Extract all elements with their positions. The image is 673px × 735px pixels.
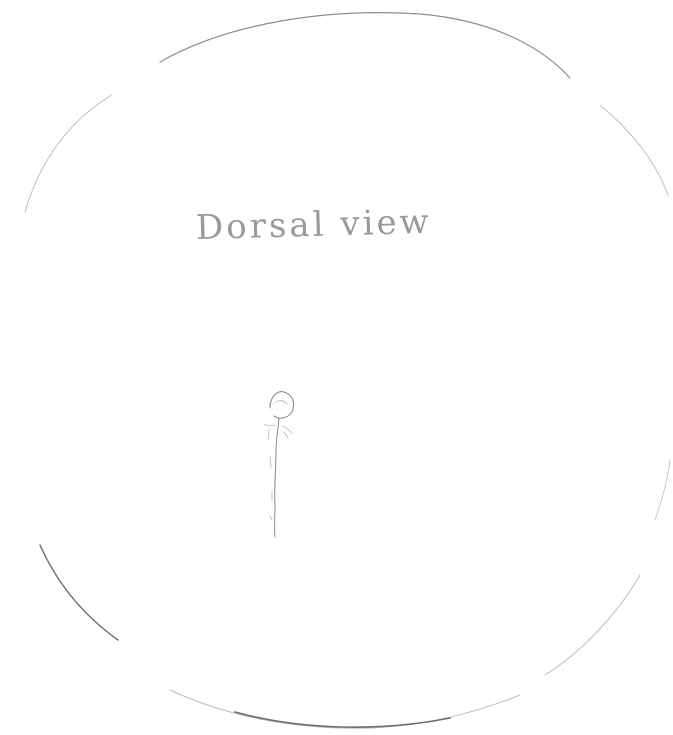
caption-label: Dorsal view bbox=[195, 202, 432, 248]
specimen-drawing bbox=[264, 392, 294, 537]
circle-outline bbox=[25, 13, 670, 729]
